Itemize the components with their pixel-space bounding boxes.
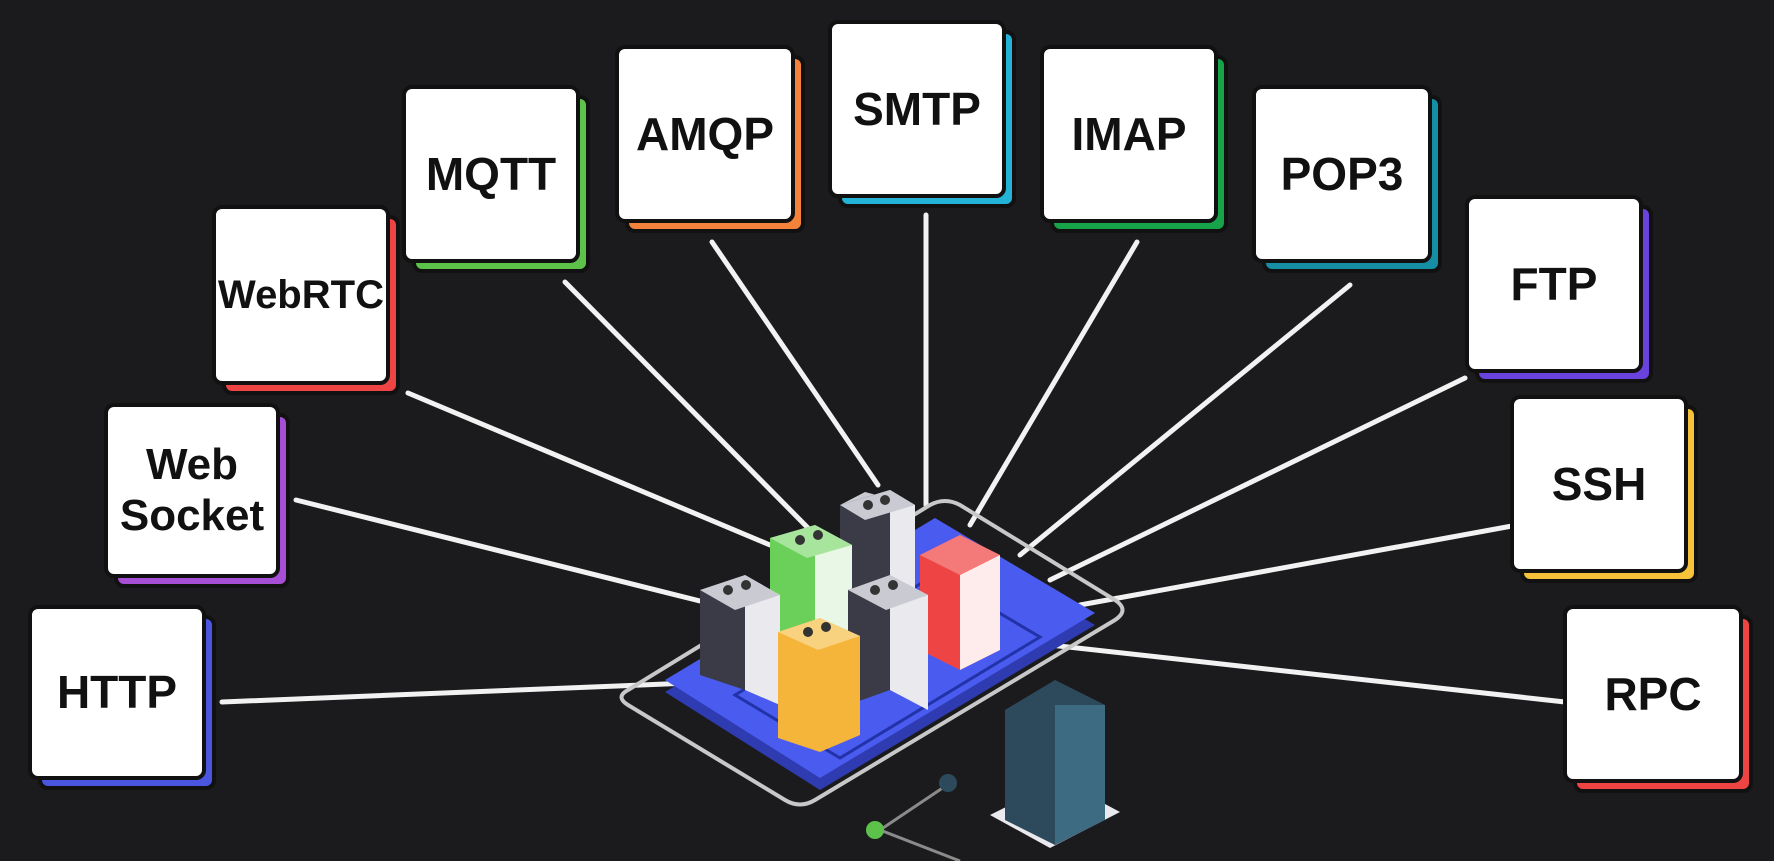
card-face: AMQP <box>615 45 795 223</box>
connector-ftp <box>1047 375 1468 583</box>
protocol-label: HTTP <box>56 666 178 719</box>
protocol-card-mqtt: MQTT <box>402 85 590 273</box>
connector-imap <box>967 239 1140 528</box>
protocol-card-websocket: Web Socket <box>104 403 290 588</box>
protocol-card-imap: IMAP <box>1040 45 1228 233</box>
connector-ssh <box>1077 523 1515 608</box>
server-rack-group <box>700 490 1000 752</box>
server-rack-icon <box>770 525 852 660</box>
connector-http <box>219 680 693 705</box>
protocol-card-http: HTTP <box>28 605 216 790</box>
protocol-label: SMTP <box>853 82 981 135</box>
protocol-card-webrtc: WebRTC <box>212 205 400 395</box>
connector-pop3 <box>1017 282 1353 558</box>
card-face: SSH <box>1510 395 1688 573</box>
card-face: SMTP <box>828 20 1006 198</box>
network-cable <box>868 781 961 861</box>
card-face: FTP <box>1465 195 1643 373</box>
protocol-card-rpc: RPC <box>1563 605 1753 793</box>
card-face: IMAP <box>1040 45 1218 223</box>
connection-lines <box>219 212 1568 705</box>
connector-webrtc <box>405 390 773 548</box>
standalone-server-icon <box>990 680 1120 848</box>
server-rack-icon <box>700 575 780 705</box>
protocol-label: POP3 <box>1280 147 1404 200</box>
protocol-card-pop3: POP3 <box>1252 85 1442 273</box>
connector-rpc <box>1047 642 1568 705</box>
protocol-label: SSH <box>1551 457 1647 510</box>
server-rack-icon <box>778 618 860 752</box>
protocol-label: RPC <box>1604 667 1702 720</box>
card-face: HTTP <box>28 605 206 780</box>
protocol-card-smtp: SMTP <box>828 20 1016 208</box>
card-face: MQTT <box>402 85 580 263</box>
card-face: POP3 <box>1252 85 1432 263</box>
protocol-label: WebRTC <box>218 273 384 317</box>
protocol-label: IMAP <box>1071 107 1187 160</box>
protocol-card-amqp: AMQP <box>615 45 805 233</box>
connector-mqtt <box>562 279 813 533</box>
cable-node <box>939 774 957 792</box>
card-face: WebRTC <box>212 205 390 385</box>
protocol-card-ssh: SSH <box>1510 395 1698 583</box>
card-face: RPC <box>1563 605 1743 783</box>
card-face: Web Socket <box>104 403 280 578</box>
protocol-label: Web Socket <box>119 439 265 540</box>
connector-websocket <box>293 497 723 609</box>
protocol-label: FTP <box>1510 257 1598 310</box>
connector-amqp <box>709 239 881 488</box>
protocol-label: AMQP <box>636 107 774 160</box>
protocol-label: MQTT <box>425 147 557 200</box>
cable-node <box>866 821 884 839</box>
server-rack-icon <box>920 535 1000 670</box>
protocol-card-ftp: FTP <box>1465 195 1653 383</box>
